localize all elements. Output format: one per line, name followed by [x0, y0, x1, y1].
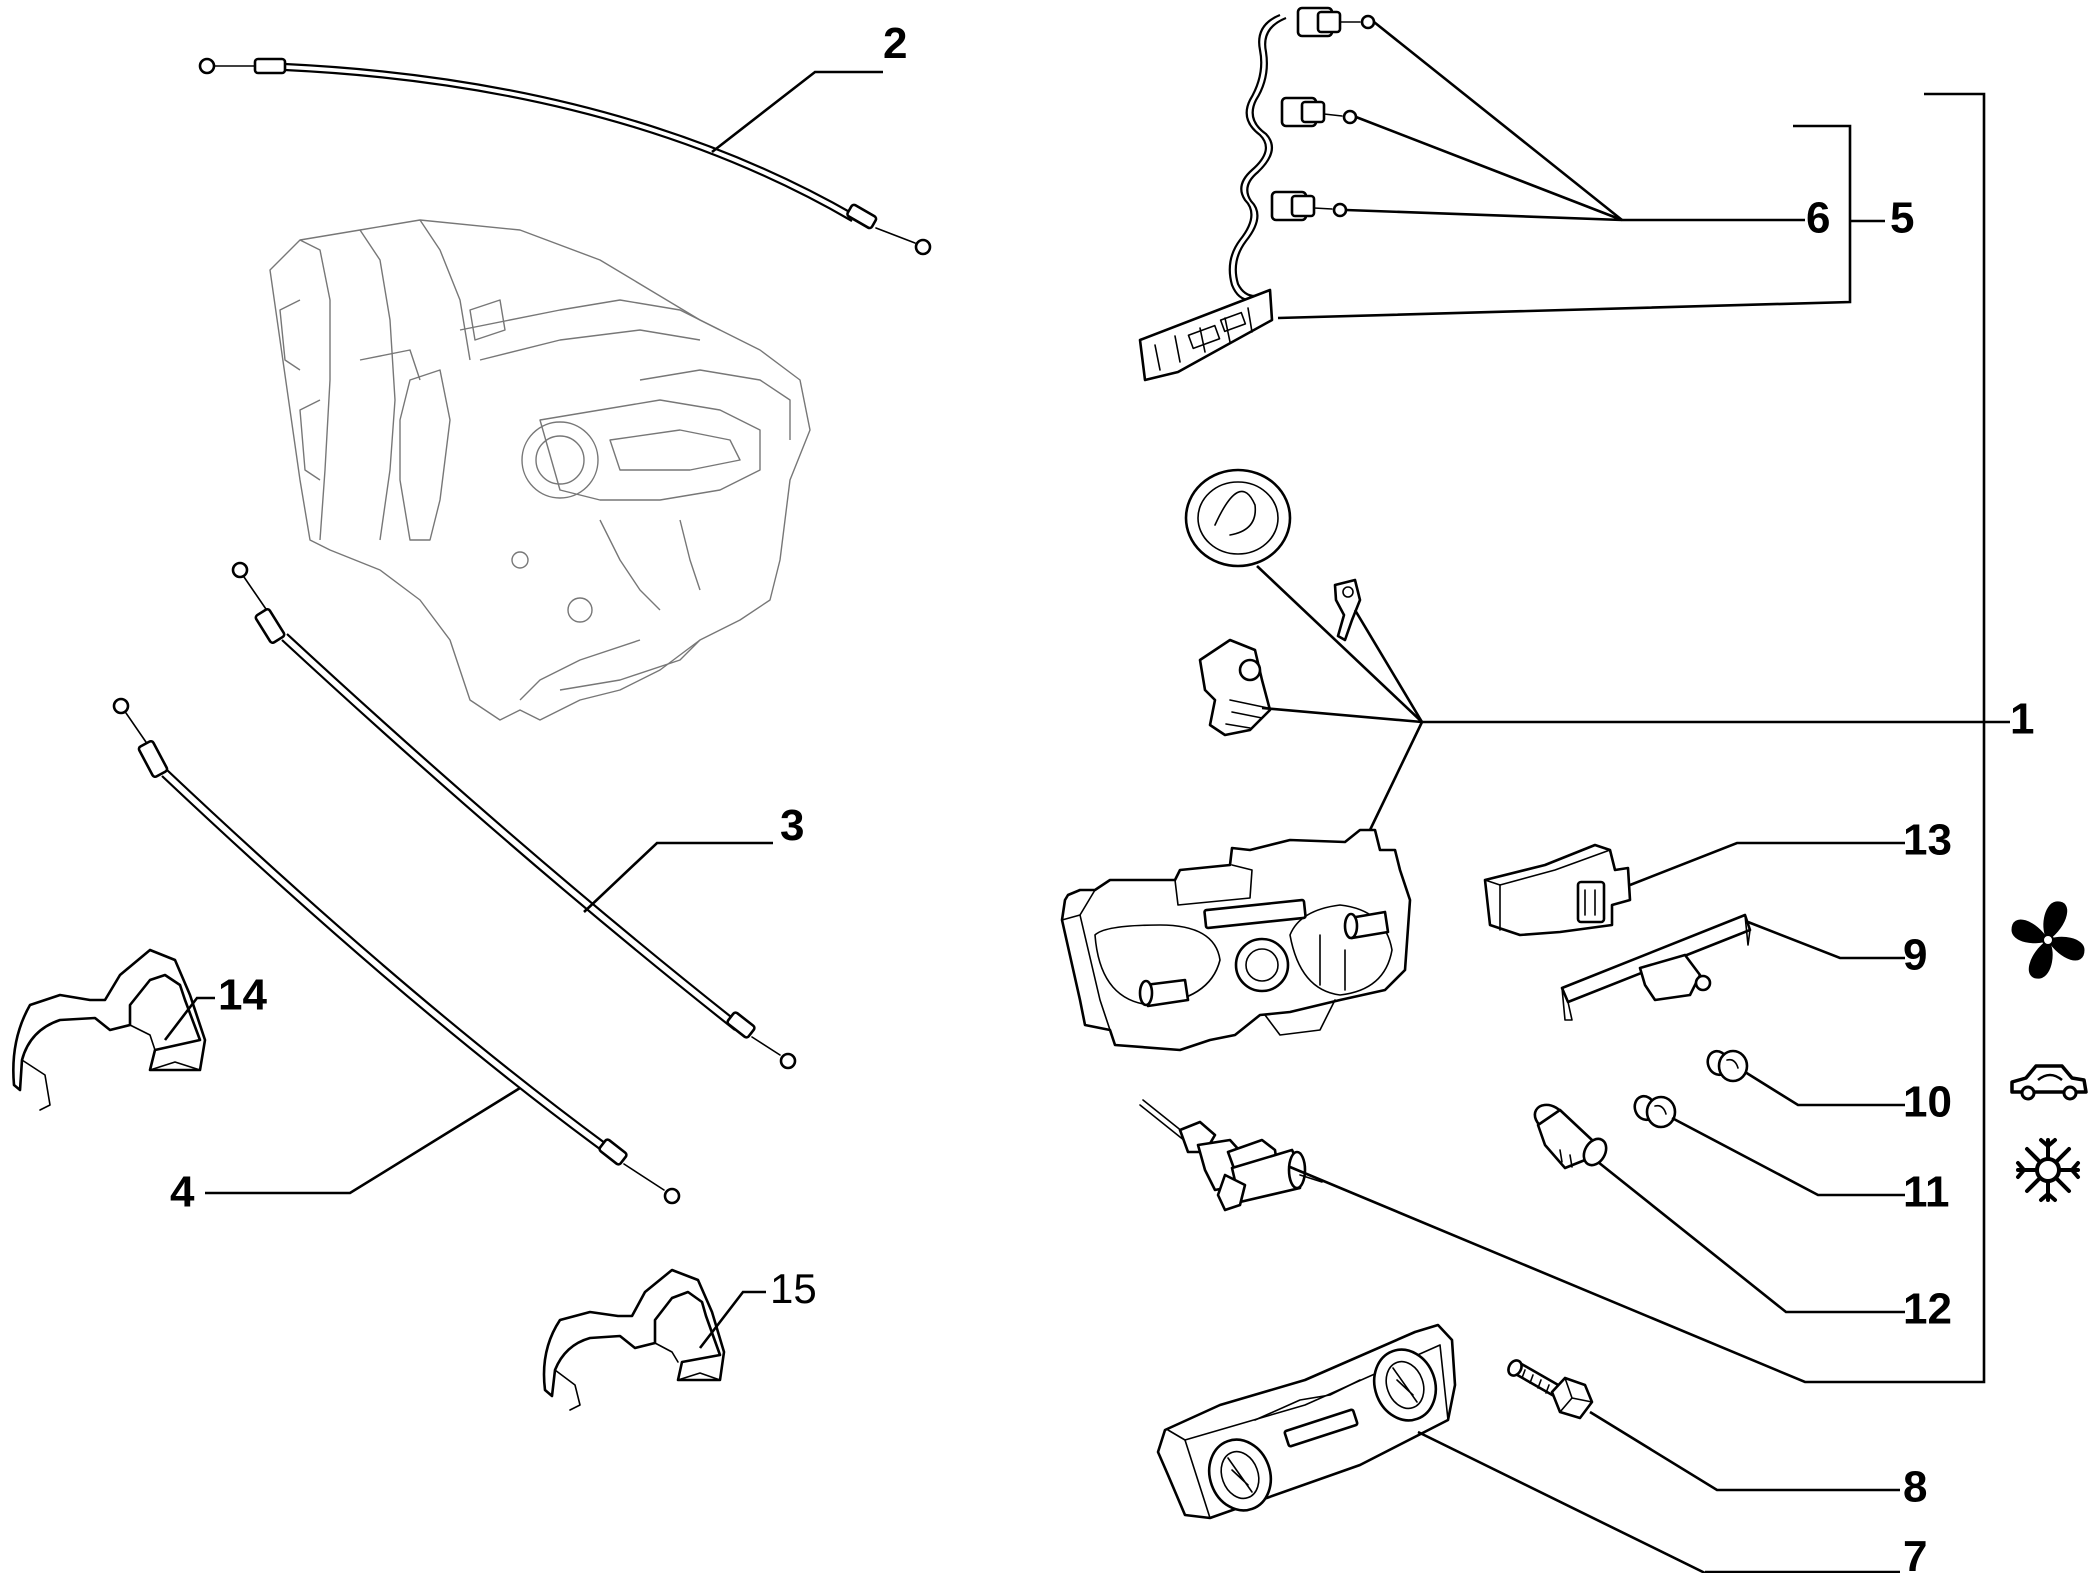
- connector-cable: [1139, 1099, 1323, 1212]
- leader-lines: [163, 20, 2010, 1573]
- switch-12: [1533, 1103, 1608, 1170]
- callout-6: 6: [1806, 194, 1830, 243]
- bulb-11: [1633, 1094, 1677, 1129]
- cable-clip-15: [542, 1268, 726, 1411]
- callout-4: 4: [170, 1168, 195, 1217]
- snowflake-icon: [2016, 1138, 2080, 1202]
- callout-15: 15: [770, 1265, 817, 1312]
- faceplate-7: [1156, 1323, 1457, 1520]
- control-cable-4: [112, 697, 681, 1205]
- fan-icon: [2011, 901, 2085, 979]
- electronic-module-13: [1483, 843, 1632, 937]
- control-panel-assembly: [1060, 828, 1412, 1052]
- callout-labels: 1 2 3 4 5 6 7 8 9 10 11 12 13 14 15: [170, 19, 2034, 1573]
- car-recirculation-icon: [2010, 1064, 2088, 1101]
- control-cable-3: [231, 561, 797, 1070]
- callout-7: 7: [1903, 1532, 1927, 1573]
- control-cable-2: [198, 57, 932, 256]
- callout-3: 3: [780, 801, 804, 850]
- control-knob-disc: [1184, 468, 1292, 568]
- callout-14: 14: [218, 971, 267, 1020]
- callout-2: 2: [883, 19, 907, 68]
- bulb-harness: [1138, 6, 1376, 382]
- slider-selector: [1198, 638, 1272, 737]
- bulb-10: [1706, 1049, 1749, 1083]
- heater-unit-housing: [269, 219, 811, 721]
- cable-clip-14: [12, 948, 207, 1111]
- screw-8: [1507, 1359, 1594, 1420]
- callout-11: 11: [1903, 1168, 1950, 1217]
- callout-12: 12: [1903, 1285, 1952, 1334]
- callout-9: 9: [1903, 931, 1927, 980]
- callout-8: 8: [1903, 1463, 1927, 1512]
- callout-10: 10: [1903, 1078, 1952, 1127]
- small-lever: [1333, 578, 1362, 642]
- callout-5: 5: [1890, 194, 1914, 243]
- bracket-9: [1560, 913, 1752, 1021]
- callout-13: 13: [1903, 816, 1952, 865]
- callout-1: 1: [2010, 695, 2034, 744]
